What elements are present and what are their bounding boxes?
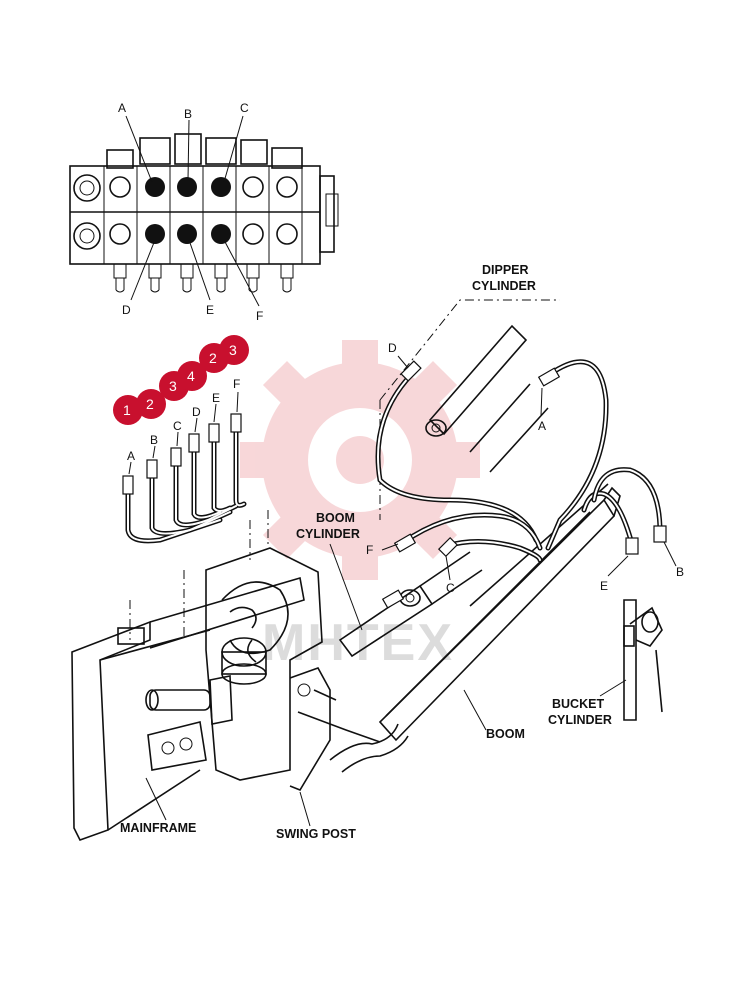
valve-port-f-label: F <box>256 309 263 323</box>
hose-bundle <box>125 359 663 563</box>
mainframe <box>71 570 305 841</box>
hose-end-a-label: A <box>127 449 135 463</box>
valve-port-d-label: D <box>122 303 131 317</box>
callout-badge: 1 <box>113 395 143 425</box>
bucket-cylinder-label-2: CYLINDER <box>548 713 612 727</box>
mainframe-leader <box>145 777 167 821</box>
callout-badge: 2 <box>136 389 166 419</box>
valve-port-c-label: C <box>240 101 249 115</box>
valve-port-e-label: E <box>206 303 214 317</box>
bucket-cylinder-leader <box>599 679 627 697</box>
bucket-cylinder <box>623 599 663 721</box>
hose-end-b-label: B <box>150 433 158 447</box>
mainframe-label: MAINFRAME <box>120 821 196 835</box>
bucket-port-e-label: E <box>600 579 608 593</box>
boom-label: BOOM <box>486 727 525 741</box>
boom-leader <box>463 689 487 731</box>
boom-cylinder-leader <box>329 543 363 631</box>
svg-text:4: 4 <box>187 368 195 384</box>
swing-post-label: SWING POST <box>276 827 356 841</box>
bucket-cylinder-label-1: BUCKET <box>552 697 604 711</box>
hose-end-f-label: F <box>233 377 240 391</box>
boom-port-c-label: C <box>446 581 455 595</box>
callout-badge: 3 <box>219 335 249 365</box>
watermark-gear-icon <box>240 340 480 580</box>
bucket-port-b-label: B <box>676 565 684 579</box>
hose-end-e-label: E <box>212 391 220 405</box>
hose-end-c-label: C <box>173 419 182 433</box>
valve-port-a-label: A <box>118 101 126 115</box>
watermark-text: MHTEX <box>262 614 454 672</box>
control-valve <box>69 115 339 307</box>
boom-port-f-label: F <box>366 543 373 557</box>
hose-end-d-label: D <box>192 405 201 419</box>
svg-text:3: 3 <box>229 342 237 358</box>
svg-text:1: 1 <box>123 402 131 418</box>
callout-badge: 4 <box>177 361 207 391</box>
svg-text:2: 2 <box>209 350 217 366</box>
callout-badges: 1 2 3 4 2 3 <box>113 335 249 425</box>
boom-cylinder-label-1: BOOM <box>316 511 355 525</box>
swing-post-leader <box>299 791 311 827</box>
svg-text:3: 3 <box>169 378 177 394</box>
hose-fittings <box>122 360 667 609</box>
dipper-cylinder-label-2: CYLINDER <box>472 279 536 293</box>
dipper-cylinder-label-1: DIPPER <box>482 263 529 277</box>
dipper-port-a-label: A <box>538 419 546 433</box>
hose-end-leaders <box>128 355 677 581</box>
dipper-port-d-label: D <box>388 341 397 355</box>
valve-port-b-label: B <box>184 107 192 121</box>
swing-post <box>205 510 381 791</box>
boom-cylinder-label-2: CYLINDER <box>296 527 360 541</box>
svg-text:2: 2 <box>146 396 154 412</box>
